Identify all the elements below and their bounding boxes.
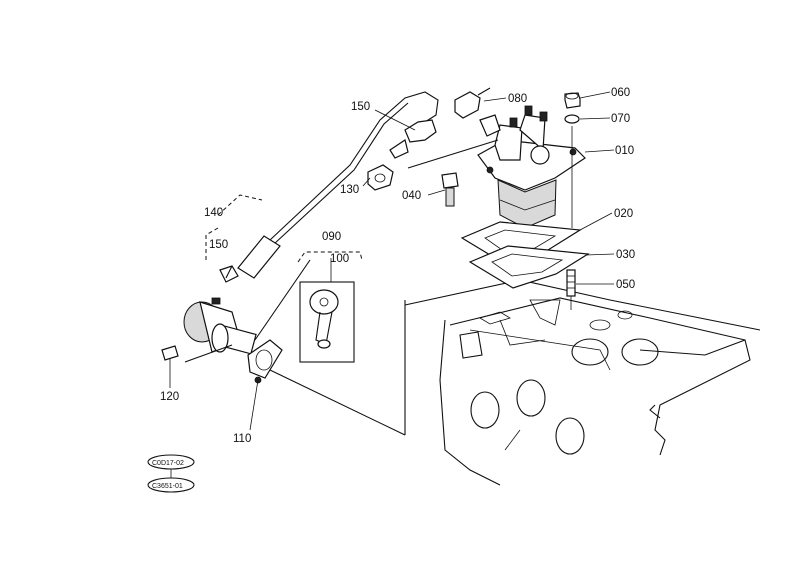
solenoid	[183, 259, 311, 355]
hose-140	[237, 235, 281, 279]
plate-100	[299, 281, 355, 363]
code-label-2: C3651-01	[152, 483, 183, 490]
leader-block	[269, 369, 406, 436]
bolt-120	[161, 345, 179, 361]
callout-070: 070	[611, 113, 630, 125]
hose-pipe	[269, 91, 439, 241]
callout-030: 030	[616, 249, 635, 261]
fitting-080	[454, 87, 501, 137]
callout-130: 130	[340, 184, 359, 196]
hose-end-150	[389, 119, 437, 159]
flange-110	[247, 339, 283, 384]
callout-010: 010	[615, 145, 634, 157]
callout-140: 140	[204, 207, 223, 219]
bracket-150	[205, 227, 219, 260]
reference-codes: C0D17-02 C3651-01	[147, 454, 195, 493]
bracket-140	[217, 194, 263, 216]
callout-020: 020	[614, 208, 633, 220]
callout-090: 090	[322, 231, 341, 243]
injection-pump	[477, 105, 586, 229]
callout-110: 110	[233, 433, 251, 445]
callout-040: 040	[402, 190, 421, 202]
callout-120: 120	[160, 391, 179, 403]
callout-050: 050	[616, 279, 635, 291]
engine-block	[404, 279, 761, 486]
washer-070	[564, 114, 580, 124]
leader-solenoid	[184, 344, 233, 363]
callout-080: 080	[508, 93, 527, 105]
callout-150-lower: 150	[209, 239, 228, 251]
gasket-030	[468, 245, 590, 289]
leaders	[169, 91, 615, 431]
code-oval-2	[147, 477, 195, 493]
stud-050	[566, 269, 576, 310]
callout-100: 100	[330, 253, 349, 265]
callout-060: 060	[611, 87, 630, 99]
callout-150-upper: 150	[351, 101, 370, 113]
clip-150	[219, 265, 239, 283]
callout-labels: 060 070 080 010 150 130 040 020 140 150 …	[160, 87, 635, 445]
nut-060	[564, 92, 581, 109]
bracket-090	[297, 251, 363, 263]
banjo-130	[367, 164, 394, 191]
bolt-040	[441, 172, 459, 207]
code-label-1: C0D17-02	[152, 460, 184, 467]
leader-pump	[407, 139, 499, 169]
